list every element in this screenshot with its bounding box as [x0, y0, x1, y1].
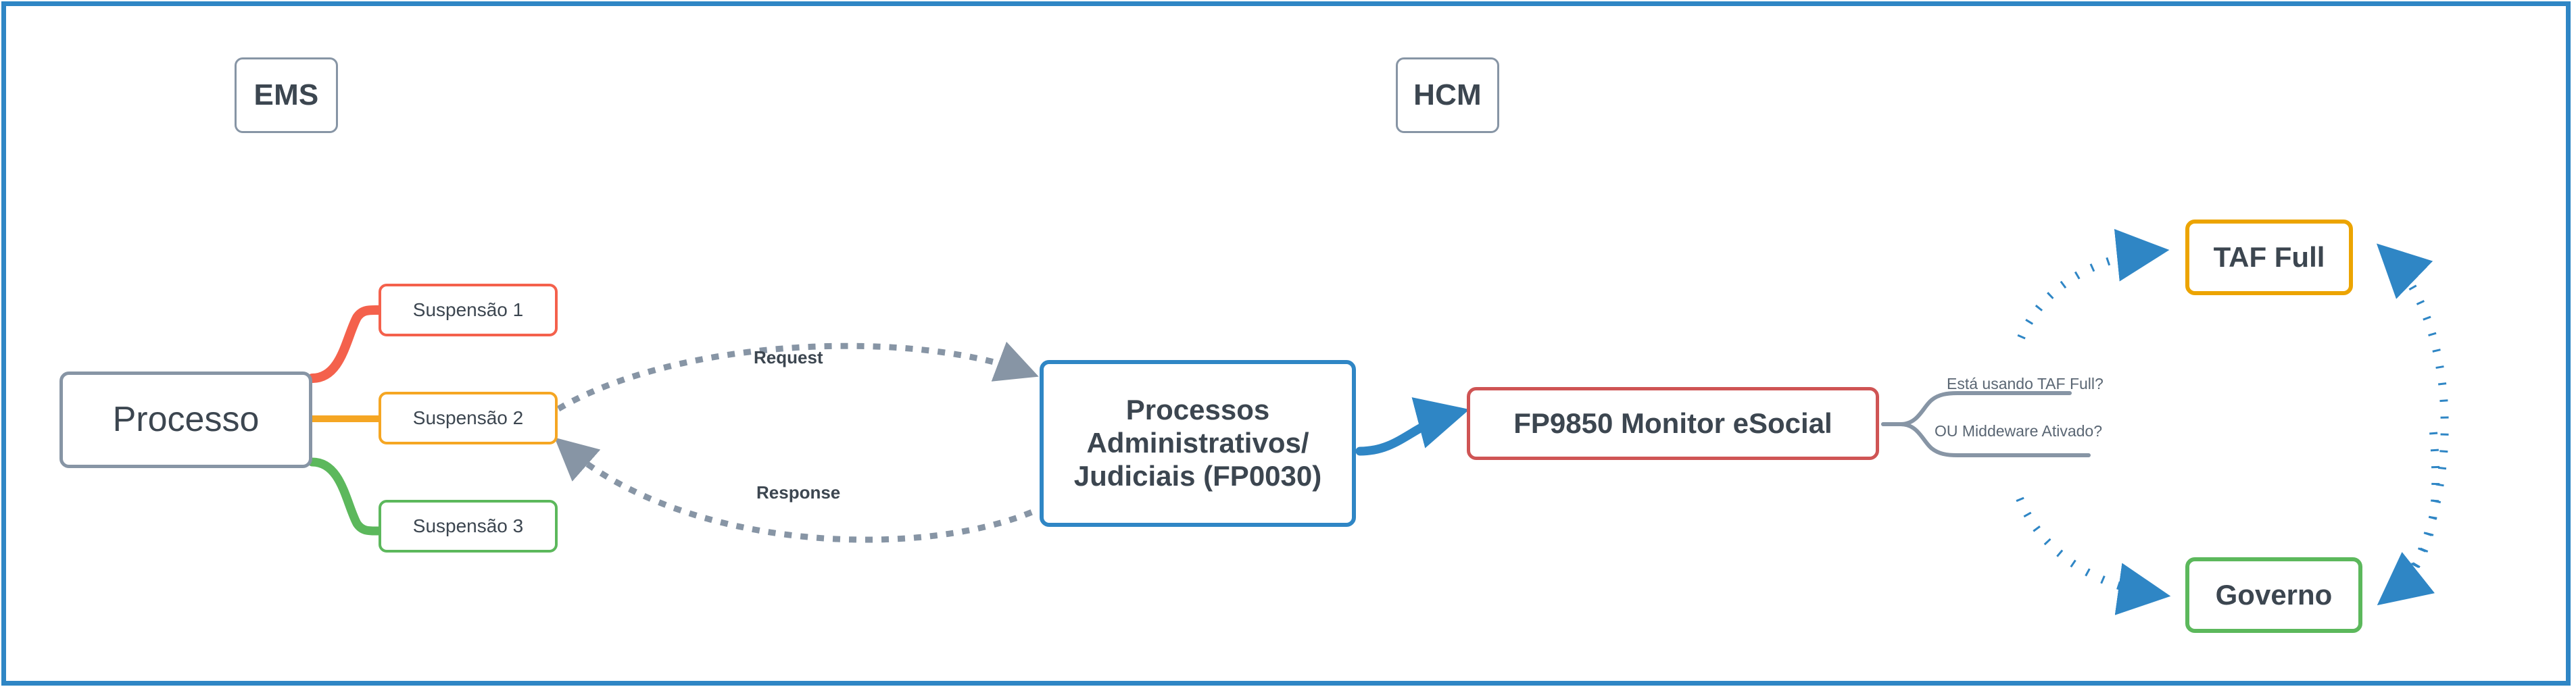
node-taf-full[interactable]: TAF Full — [2185, 220, 2353, 295]
node-fp0030-line2: Administrativos/ — [1086, 427, 1309, 459]
node-suspensao-2-label: Suspensão 2 — [412, 407, 524, 428]
edge-label-request: Request — [754, 347, 823, 367]
node-suspensao-3[interactable]: Suspensão 3 — [379, 500, 558, 553]
edge-response — [554, 437, 1033, 543]
node-suspensao-3-label: Suspensão 3 — [412, 515, 524, 536]
node-fp9850[interactable]: FP9850 Monitor eSocial — [1467, 387, 1879, 460]
edge-taffull-to-governo — [2377, 432, 2440, 606]
branch-line-susp3 — [308, 457, 383, 536]
node-taf-full-label: TAF Full — [2213, 240, 2325, 273]
node-processo[interactable]: Processo — [59, 372, 312, 468]
lane-label-hcm: HCM — [1396, 57, 1499, 133]
edge-to-taffull — [2017, 229, 2170, 340]
edge-label-condition-middleware: OU Middeware Ativado? — [1935, 422, 2103, 440]
edge-condition-fork-lower — [1881, 422, 2091, 457]
node-suspensao-2[interactable]: Suspensão 2 — [379, 392, 558, 444]
node-suspensao-1[interactable]: Suspensão 1 — [379, 284, 558, 336]
branch-line-susp1 — [308, 305, 383, 383]
edge-governo-to-taffull — [2376, 243, 2449, 584]
node-governo-label: Governo — [2215, 578, 2333, 611]
lane-label-ems-text: EMS — [253, 78, 319, 112]
edge-condition-fork — [1881, 391, 2072, 426]
lane-label-ems: EMS — [235, 57, 338, 133]
node-processo-label: Processo — [112, 400, 260, 440]
edge-to-governo — [2016, 496, 2171, 615]
node-suspensao-1-label: Suspensão 1 — [412, 299, 524, 320]
node-fp0030-line3: Judiciais (FP0030) — [1073, 459, 1322, 492]
node-governo[interactable]: Governo — [2185, 557, 2362, 633]
node-fp0030[interactable]: Processos Administrativos/ Judiciais (FP… — [1040, 360, 1356, 527]
edge-fp0030-to-fp9850 — [1355, 397, 1469, 456]
edge-label-condition-taf-full: Está usando TAF Full? — [1947, 375, 2104, 392]
node-fp0030-line1: Processos — [1125, 394, 1270, 426]
node-fp9850-label: FP9850 Monitor eSocial — [1513, 407, 1832, 439]
lane-label-hcm-text: HCM — [1413, 78, 1482, 112]
edge-request — [556, 341, 1039, 412]
edge-label-response: Response — [756, 482, 841, 503]
